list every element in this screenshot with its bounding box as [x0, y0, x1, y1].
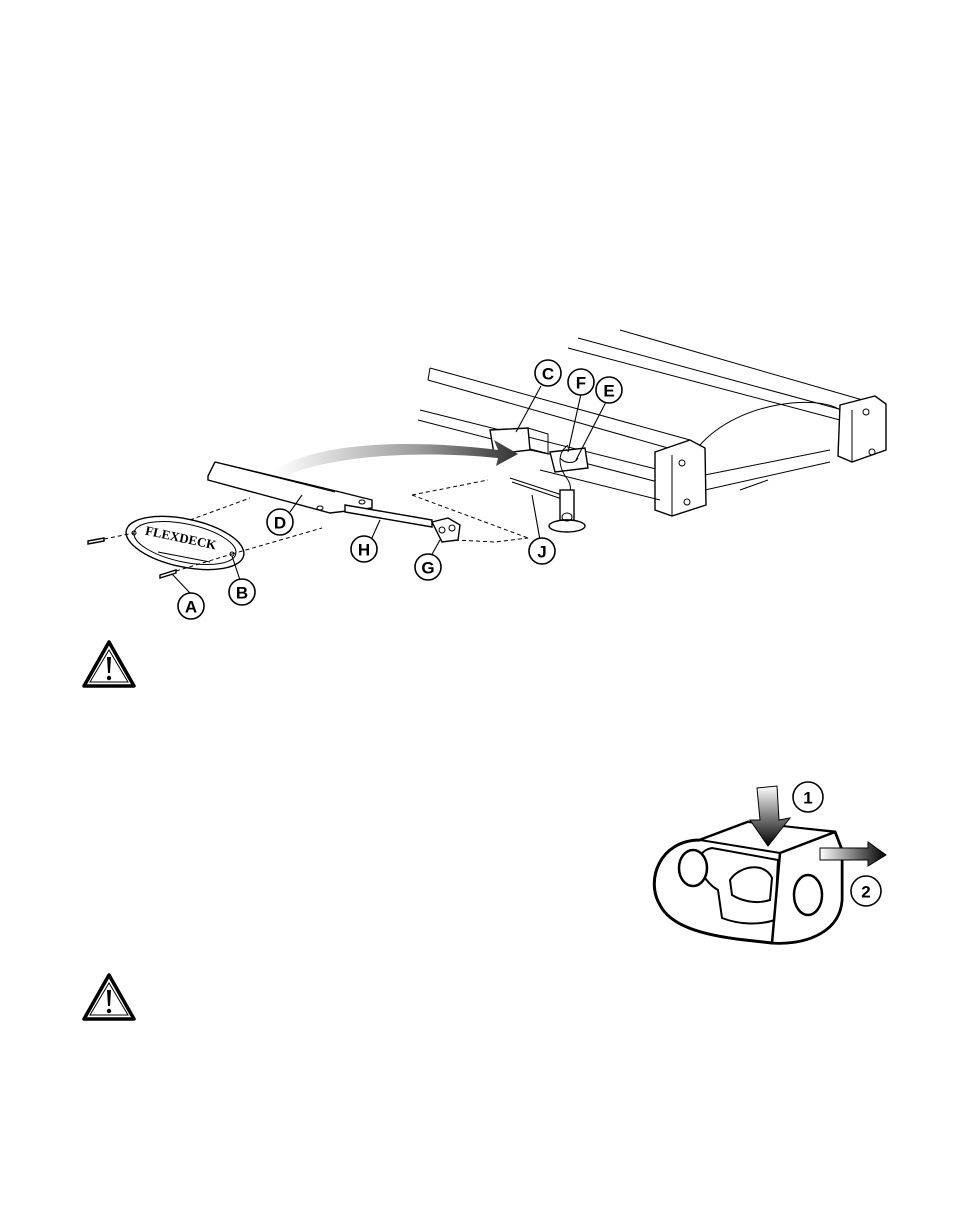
svg-text:H: H — [358, 541, 370, 560]
svg-text:2: 2 — [861, 883, 870, 902]
bracket-part-e — [550, 448, 588, 472]
clip-release-diagram — [654, 786, 886, 943]
callout-d: D — [267, 509, 293, 535]
svg-text:E: E — [603, 382, 614, 401]
svg-text:A: A — [185, 598, 197, 617]
callout-e: E — [596, 377, 622, 403]
step-callout-2: 2 — [851, 876, 881, 906]
warning-triangle-icon — [84, 975, 134, 1019]
callout-b: B — [229, 579, 255, 605]
treadmill-frame — [418, 330, 886, 516]
rod-part-h — [345, 505, 432, 527]
callout-j: J — [529, 538, 555, 564]
clip-part-g — [432, 518, 460, 542]
svg-text:J: J — [537, 543, 546, 562]
callout-g: G — [415, 554, 441, 580]
callout-h: H — [351, 536, 377, 562]
svg-text:G: G — [421, 559, 434, 578]
svg-text:B: B — [236, 584, 248, 603]
callout-f: F — [568, 369, 594, 395]
svg-text:F: F — [576, 374, 586, 393]
step-callout-1: 1 — [793, 782, 823, 812]
warning-triangle-icon — [84, 642, 134, 686]
svg-text:1: 1 — [803, 789, 812, 808]
insert-direction-arrow — [275, 440, 518, 478]
callout-c: C — [535, 360, 561, 386]
callout-a: A — [178, 593, 204, 619]
svg-text:D: D — [274, 514, 286, 533]
svg-text:C: C — [542, 365, 554, 384]
